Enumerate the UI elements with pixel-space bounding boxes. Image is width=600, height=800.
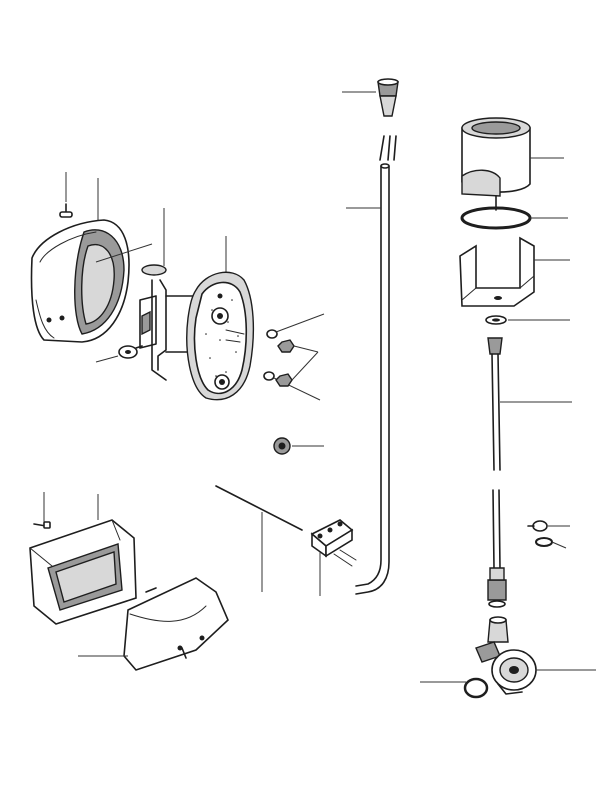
washer [263,313,325,401]
o-ring-right [535,537,567,549]
cable-sleeve [342,78,399,117]
rear-lamp-body [78,577,229,671]
grommet [273,437,324,455]
angle-drive [475,616,596,695]
sealing-ring [460,206,568,230]
wire [215,485,303,592]
connector-block [310,519,357,596]
screw-bottom-left [33,492,51,529]
housing-speckle [205,299,239,377]
drive-cable [487,337,572,569]
gauge-head [461,117,564,211]
mounting-bracket-gauge [459,236,570,307]
drive-coupling [487,567,507,608]
rear-lamp-frame [29,494,137,625]
lamp-hood [30,178,153,343]
screw-top-left [59,172,73,218]
lamp-housing [186,236,255,401]
clip [95,345,143,363]
drive-washer [485,315,570,325]
small-screw-right [527,520,570,532]
bracket [139,208,199,381]
o-ring-bottom [420,677,489,699]
nut [275,339,319,387]
cable [346,135,397,595]
